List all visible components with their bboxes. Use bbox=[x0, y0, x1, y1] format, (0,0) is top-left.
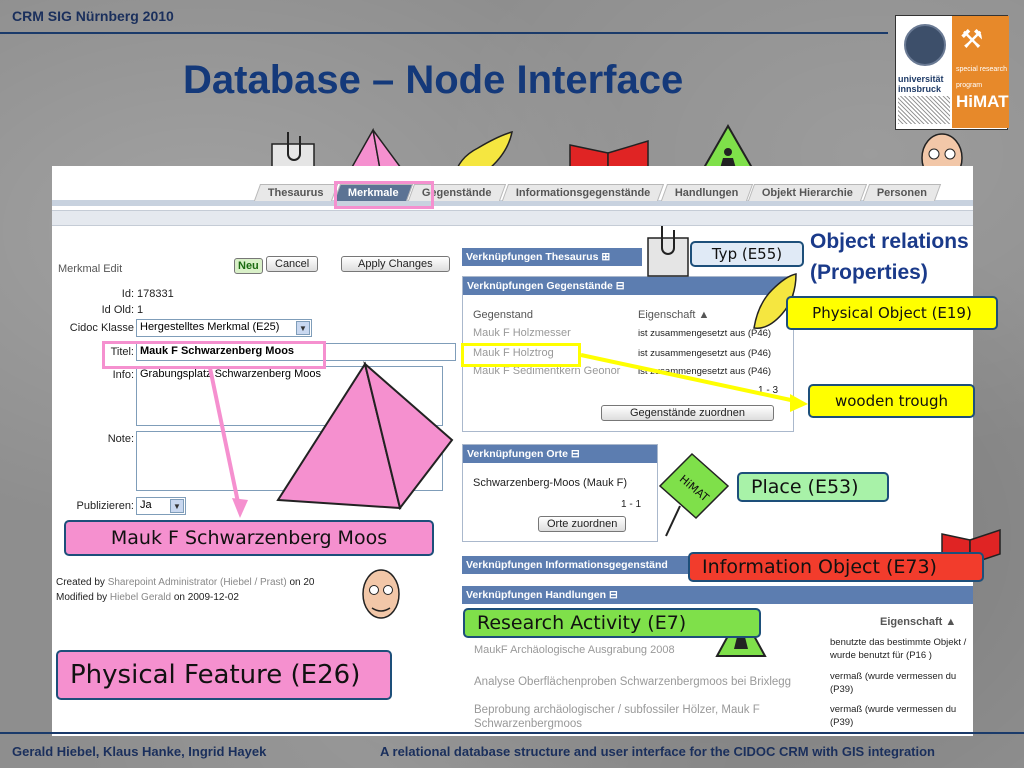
cidoc-select-value: Hergestelltes Merkmal (E25) bbox=[140, 321, 280, 333]
chevron-down-icon: ▼ bbox=[296, 321, 310, 335]
collapse-minus-icon: ⊟ bbox=[608, 589, 618, 601]
created-by-link[interactable]: Sharepoint Administrator (Hiebel / Prast… bbox=[107, 577, 287, 588]
sort-up-icon[interactable]: ▲ bbox=[698, 309, 710, 321]
handlung-item[interactable]: Analyse Oberflächenproben Schwarzenbergm… bbox=[474, 676, 792, 688]
panel-gegenstaende-header[interactable]: Verknüpfungen Gegenstände ⊟ bbox=[463, 277, 793, 295]
highlight-merkmale-tab bbox=[334, 181, 434, 209]
wooden-trough-callout: wooden trough bbox=[808, 384, 975, 418]
edit-heading: Merkmal Edit bbox=[58, 263, 123, 275]
cidoc-select[interactable]: Hergestelltes Merkmal (E25) ▼ bbox=[136, 319, 312, 337]
publish-label: Publizieren: bbox=[76, 500, 134, 512]
professor-face-icon bbox=[362, 569, 400, 619]
expand-plus-icon: ⊞ bbox=[601, 251, 611, 263]
pager: 1 - 3 bbox=[758, 385, 779, 396]
pink-pyramid-large-icon bbox=[276, 361, 454, 510]
handlung-prop: vermaß (wurde vermessen du (P39) bbox=[830, 671, 957, 695]
info-label: Info: bbox=[112, 369, 134, 381]
screenshot-panel: Thesaurus Merkmale Gegenstände Informati… bbox=[52, 166, 973, 736]
row-item[interactable]: Mauk F Holzmesser bbox=[473, 327, 571, 339]
col-eigenschaft: Eigenschaft ▲ bbox=[638, 309, 710, 321]
slide-title: Database – Node Interface bbox=[183, 58, 684, 102]
header-rule bbox=[0, 32, 888, 34]
panel-handlungen-header[interactable]: Verknüpfungen Handlungen ⊟ bbox=[462, 586, 973, 604]
mauk-callout: Mauk F Schwarzenberg Moos bbox=[64, 520, 434, 556]
research-activity-callout: Research Activity (E7) bbox=[463, 608, 761, 638]
panel-orte-header[interactable]: Verknüpfungen Orte ⊟ bbox=[463, 445, 657, 463]
map-pattern-icon bbox=[898, 96, 950, 124]
orte-zuordnen-button[interactable]: Orte zuordnen bbox=[538, 516, 627, 532]
modified-by-line: Modified by Hiebel Gerald on 2009-12-02 bbox=[56, 592, 239, 603]
footer-authors: Gerald Hiebel, Klaus Hanke, Ingrid Hayek bbox=[12, 744, 267, 759]
row-prop: ist zusammengesetzt aus (P46) bbox=[638, 348, 772, 359]
panel-thesaurus-header[interactable]: Verknüpfungen Thesaurus ⊞ bbox=[462, 248, 642, 266]
hammer-flask-icon: ⚒ bbox=[960, 24, 984, 54]
titel-label: Titel: bbox=[110, 346, 134, 358]
row-prop: ist zusammengesetzt aus (P46) bbox=[638, 328, 772, 339]
object-relations-line1: Object relations bbox=[810, 230, 969, 253]
handlung-item[interactable]: Beprobung archäologischer / subfossiler … bbox=[474, 704, 760, 730]
created-by-line: Created by Sharepoint Administrator (Hie… bbox=[56, 577, 315, 588]
note-label: Note: bbox=[107, 433, 134, 445]
panel-orte: Verknüpfungen Orte ⊟ Schwarzenberg-Moos … bbox=[462, 444, 658, 542]
col-gegenstand: Gegenstand bbox=[473, 309, 533, 321]
sort-up-icon[interactable]: ▲ bbox=[945, 616, 957, 628]
footer-subtitle: A relational database structure and user… bbox=[380, 744, 936, 759]
handlung-item[interactable]: MaukF Archäologische Ausgrabung 2008 bbox=[474, 644, 675, 656]
cidoc-label: Cidoc Klasse bbox=[69, 322, 134, 334]
apply-changes-button[interactable]: Apply Changes bbox=[341, 256, 450, 272]
handlung-prop: vermaß (wurde vermessen du (P39) bbox=[830, 704, 957, 728]
yellow-artifact-icon bbox=[753, 273, 797, 329]
chevron-down-icon: ▼ bbox=[170, 499, 184, 513]
logo-special-text: special research bbox=[956, 66, 1007, 73]
physical-object-callout: Physical Object (E19) bbox=[786, 296, 998, 330]
collapse-minus-icon: ⊟ bbox=[615, 280, 625, 292]
handlungen-col-eigenschaft: Eigenschaft ▲ bbox=[880, 616, 957, 628]
id-old-label: Id Old: bbox=[101, 304, 134, 316]
publish-select[interactable]: Ja ▼ bbox=[136, 497, 186, 515]
highlight-titel-field bbox=[102, 341, 326, 369]
highlight-holztrog bbox=[461, 343, 581, 367]
handlung-prop: benutzte das bestimmte Objekt / wurde be… bbox=[830, 637, 967, 661]
himat-logo: universität innsbruck ⚒ special research… bbox=[895, 15, 1009, 130]
university-seal-icon bbox=[904, 24, 946, 66]
object-relations-heading: Object relations (Properties) bbox=[810, 226, 969, 288]
titel-input[interactable]: Mauk F Schwarzenberg Moos bbox=[136, 343, 456, 361]
object-relations-line2: (Properties) bbox=[810, 261, 928, 284]
paper-clip-note-icon bbox=[647, 226, 689, 277]
id-label: Id: bbox=[121, 288, 134, 300]
information-object-callout: Information Object (E73) bbox=[688, 552, 984, 582]
typ-callout: Typ (E55) bbox=[690, 241, 804, 267]
logo-program-text: program bbox=[956, 82, 983, 89]
panel-gegenstaende: Verknüpfungen Gegenstände ⊟ Gegenstand E… bbox=[462, 276, 794, 432]
modified-by-link[interactable]: Hiebel Gerald bbox=[109, 592, 172, 603]
tab-bar: Thesaurus Merkmale Gegenstände Informati… bbox=[52, 166, 973, 206]
collapse-minus-icon: ⊟ bbox=[570, 448, 580, 460]
toolbar-separator bbox=[52, 210, 973, 226]
row-item[interactable]: Mauk F Holztrog bbox=[473, 347, 554, 359]
publish-select-value: Ja bbox=[140, 499, 152, 511]
id-value: 178331 bbox=[137, 288, 174, 300]
himat-sign-icon: HiMAT bbox=[658, 452, 730, 537]
pager: 1 - 1 bbox=[621, 499, 642, 510]
conference-label: CRM SIG Nürnberg 2010 bbox=[12, 8, 174, 24]
footer-rule bbox=[0, 732, 1024, 734]
panel-info-header[interactable]: Verknüpfungen Informationsgegenständ bbox=[462, 556, 692, 574]
row-item[interactable]: Mauk F Sedimentkern Geonor bbox=[473, 365, 621, 377]
physical-feature-callout: Physical Feature (E26) bbox=[56, 650, 392, 700]
new-button[interactable]: Neu bbox=[234, 258, 263, 274]
row-prop: ist zusammengesetzt aus (P46) bbox=[638, 366, 772, 377]
cancel-button[interactable]: Cancel bbox=[266, 256, 319, 272]
logo-university-text: universität innsbruck bbox=[898, 74, 944, 94]
ort-row[interactable]: Schwarzenberg-Moos (Mauk F) bbox=[473, 477, 628, 489]
logo-himat-text: HiMAT bbox=[956, 92, 1009, 111]
place-callout: Place (E53) bbox=[737, 472, 889, 502]
id-old-value: 1 bbox=[137, 304, 144, 316]
gegenstaende-zuordnen-button[interactable]: Gegenstände zuordnen bbox=[601, 405, 774, 421]
